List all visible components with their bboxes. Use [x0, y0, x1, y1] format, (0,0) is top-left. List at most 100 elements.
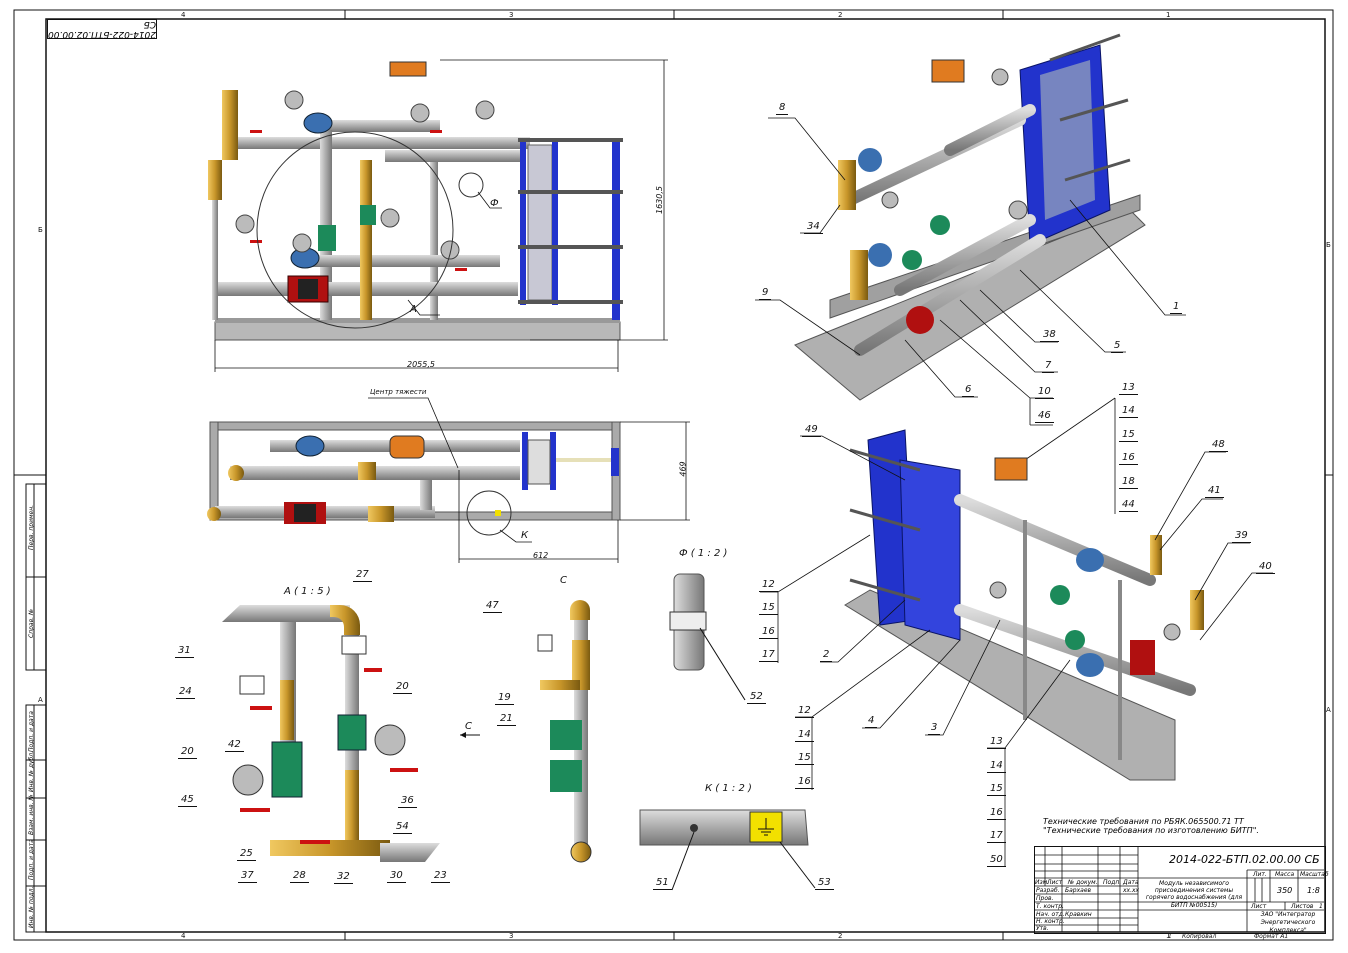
leader-label-f: Ф	[490, 198, 499, 209]
callout: 24	[176, 687, 195, 699]
date-mark: хх.хх	[1123, 887, 1140, 894]
mass-label: Масса	[1275, 871, 1295, 878]
zone-marker: 2	[838, 11, 843, 19]
header-cell: № докум.	[1068, 879, 1098, 886]
zone-marker: А	[38, 696, 43, 704]
detail-k-view	[639, 809, 816, 891]
mass-value: 350	[1277, 886, 1293, 895]
zone-marker: Б	[1326, 241, 1331, 249]
callout: 15	[1119, 430, 1138, 442]
callout: 45	[178, 795, 197, 807]
callout: 44	[1119, 500, 1138, 512]
callout: 36	[398, 796, 417, 808]
callout: 16	[795, 777, 814, 789]
callout: 41	[1205, 486, 1224, 498]
callout: 21	[497, 714, 516, 726]
header-cell: Дата	[1123, 879, 1139, 886]
copied-number: 1	[1168, 933, 1172, 940]
dept-head-name: Кравкин	[1065, 911, 1092, 918]
callout: 32	[334, 872, 353, 884]
callout: 14	[1119, 406, 1138, 418]
sheets-value: 1	[1319, 903, 1323, 910]
dimension-width: 2055,5	[407, 360, 435, 369]
callout: 50	[987, 855, 1006, 867]
isometric-view-1	[755, 33, 1186, 514]
callout: 25	[237, 849, 256, 861]
callout: 7	[1042, 361, 1055, 373]
callout: 52	[747, 692, 766, 704]
callout: 53	[815, 878, 834, 890]
callout: 16	[759, 627, 778, 639]
callout: 49	[802, 425, 821, 437]
callout: 48	[1209, 440, 1228, 452]
callout: 1	[1170, 302, 1183, 314]
callout: 28	[290, 871, 309, 883]
callout: 31	[175, 646, 194, 658]
zone-marker: 4	[181, 11, 186, 19]
title-block: 2014-022-БТП.02.00.00 СБ Изм. Лист № док…	[1034, 846, 1329, 934]
callout: 3	[928, 723, 941, 735]
callout: 18	[1119, 477, 1138, 489]
callout: 30	[387, 871, 406, 883]
row-label: Разраб.	[1036, 887, 1060, 894]
callout: 38	[1040, 330, 1059, 342]
section-c-title: С	[560, 575, 567, 586]
section-c-view	[537, 600, 592, 863]
zone-marker: 2	[838, 932, 843, 940]
detail-f-view	[669, 573, 746, 701]
callout: 51	[653, 878, 672, 890]
callout: 20	[393, 682, 412, 694]
developer-name: Бархаев	[1065, 887, 1092, 894]
detail-f-title: Ф ( 1 : 2 )	[679, 548, 728, 559]
callout: 46	[1035, 411, 1054, 423]
callout: 10	[1035, 387, 1054, 399]
leader-label-a: А	[410, 304, 417, 315]
callout: 17	[987, 831, 1006, 843]
detail-a-view	[222, 605, 480, 862]
callout: 27	[353, 570, 372, 582]
format-label: Формат А1	[1254, 933, 1289, 940]
callout: 9	[759, 288, 772, 300]
callout: 42	[225, 740, 244, 752]
callout: 40	[1256, 562, 1275, 574]
sheet-frame	[13, 9, 1334, 941]
detail-a-title: А ( 1 : 5 )	[284, 586, 331, 597]
side-stamp-label: Взам. инв. №	[28, 794, 35, 835]
callout: 47	[483, 601, 502, 613]
callout: 20	[178, 747, 197, 759]
sheet-label: Лист	[1251, 903, 1267, 910]
top-view	[207, 397, 690, 563]
scale-label: Масштаб	[1300, 871, 1329, 878]
row-label: Н. контр.	[1036, 918, 1065, 925]
callout: 12	[759, 580, 778, 592]
zone-marker: 3	[509, 932, 514, 940]
callout: 6	[962, 385, 975, 397]
dimension-cg: 612	[533, 551, 549, 560]
technical-requirements: Технические требования по РБЯК.065500.71…	[1043, 817, 1259, 836]
zone-marker: 1	[1166, 11, 1171, 19]
side-stamp-label: Перв. примен.	[28, 504, 35, 550]
callout: 8	[776, 103, 789, 115]
lit-label: Лит.	[1253, 871, 1267, 878]
company-name: ЗАО "Интегратор Энергетического Комплекс…	[1260, 911, 1316, 934]
detail-k-title: К ( 1 : 2 )	[705, 783, 752, 794]
callout: 4	[865, 716, 878, 728]
callout: 34	[804, 222, 823, 234]
designation: 2014-022-БТП.02.00.00 СБ	[1169, 853, 1320, 866]
callout: 17	[759, 650, 778, 662]
leader-label-k: К	[521, 530, 529, 541]
section-c-arrow-label: С	[465, 721, 472, 732]
row-label: Пров.	[1036, 895, 1054, 902]
callout: 54	[393, 822, 412, 834]
callout: 15	[759, 603, 778, 615]
zone-marker: 1	[1166, 932, 1171, 940]
scale-value: 1:8	[1307, 886, 1320, 895]
sheets-label: Листов	[1291, 903, 1314, 910]
callout: 13	[1119, 383, 1138, 395]
side-stamp-label: Инв. № дубл.	[28, 750, 35, 792]
center-of-gravity-label: Центр тяжести	[370, 388, 427, 396]
callout: 37	[238, 871, 257, 883]
callout: 5	[1111, 341, 1124, 353]
rotated-designation-stamp: 2014-022-БТП.02.00.00 СБ	[47, 19, 157, 39]
